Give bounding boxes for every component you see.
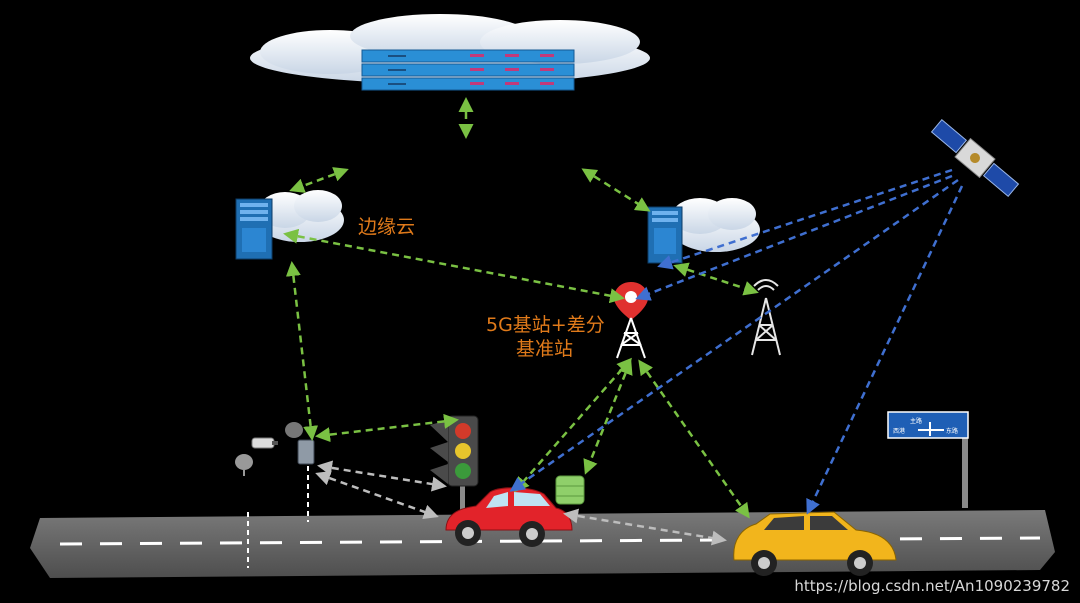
grey-links <box>315 460 727 546</box>
link-sat-station <box>635 174 953 301</box>
edge-server-left-icon <box>235 198 273 260</box>
edge-server-right-icon <box>647 206 683 264</box>
edge-cloud-label: 边缘云 <box>358 216 416 238</box>
road-sign-right: 东路 <box>946 427 958 435</box>
road-sign-top: 主路 <box>910 417 922 425</box>
link-right-edge-tower <box>673 262 759 296</box>
central-server-rack-icon <box>361 49 575 91</box>
base-station-label-line2: 基准站 <box>516 338 574 360</box>
link-left-edge-station <box>283 228 625 304</box>
roadside-unit-icon <box>555 475 585 505</box>
edge-cloud-left <box>256 190 344 242</box>
link-sensors-redcar-a <box>317 460 447 492</box>
red-car-icon <box>445 487 573 547</box>
5g-base-station-icon <box>614 282 648 359</box>
base-station-label-line1: 5G基站+差分 <box>486 314 605 336</box>
green-links <box>283 97 759 519</box>
edge-cloud-right <box>672 198 760 252</box>
blue-links <box>509 168 964 515</box>
link-station-yellowcar <box>638 359 750 519</box>
link-cloud-right-edge <box>581 168 651 212</box>
road-sign-left: 西港 <box>893 427 905 435</box>
link-cloud-left-edge <box>289 167 349 193</box>
cell-tower-icon <box>751 279 781 356</box>
link-sensors-redcar-b <box>315 470 439 520</box>
link-station-rsu <box>583 359 633 475</box>
road-sign-icon <box>887 411 969 508</box>
watermark-url: https://blog.csdn.net/An1090239782 <box>794 577 1070 595</box>
link-station-redcar <box>514 357 632 493</box>
satellite-icon <box>930 119 1020 197</box>
link-sat-edge-right <box>657 168 953 270</box>
traffic-light-icon <box>430 415 479 518</box>
link-sat-redcar <box>509 178 959 492</box>
link-left-edge-sensors <box>285 261 319 441</box>
yellow-car-icon <box>733 511 897 576</box>
link-sat-yellowcar <box>806 185 964 515</box>
link-redcar-yellowcar <box>563 508 727 546</box>
